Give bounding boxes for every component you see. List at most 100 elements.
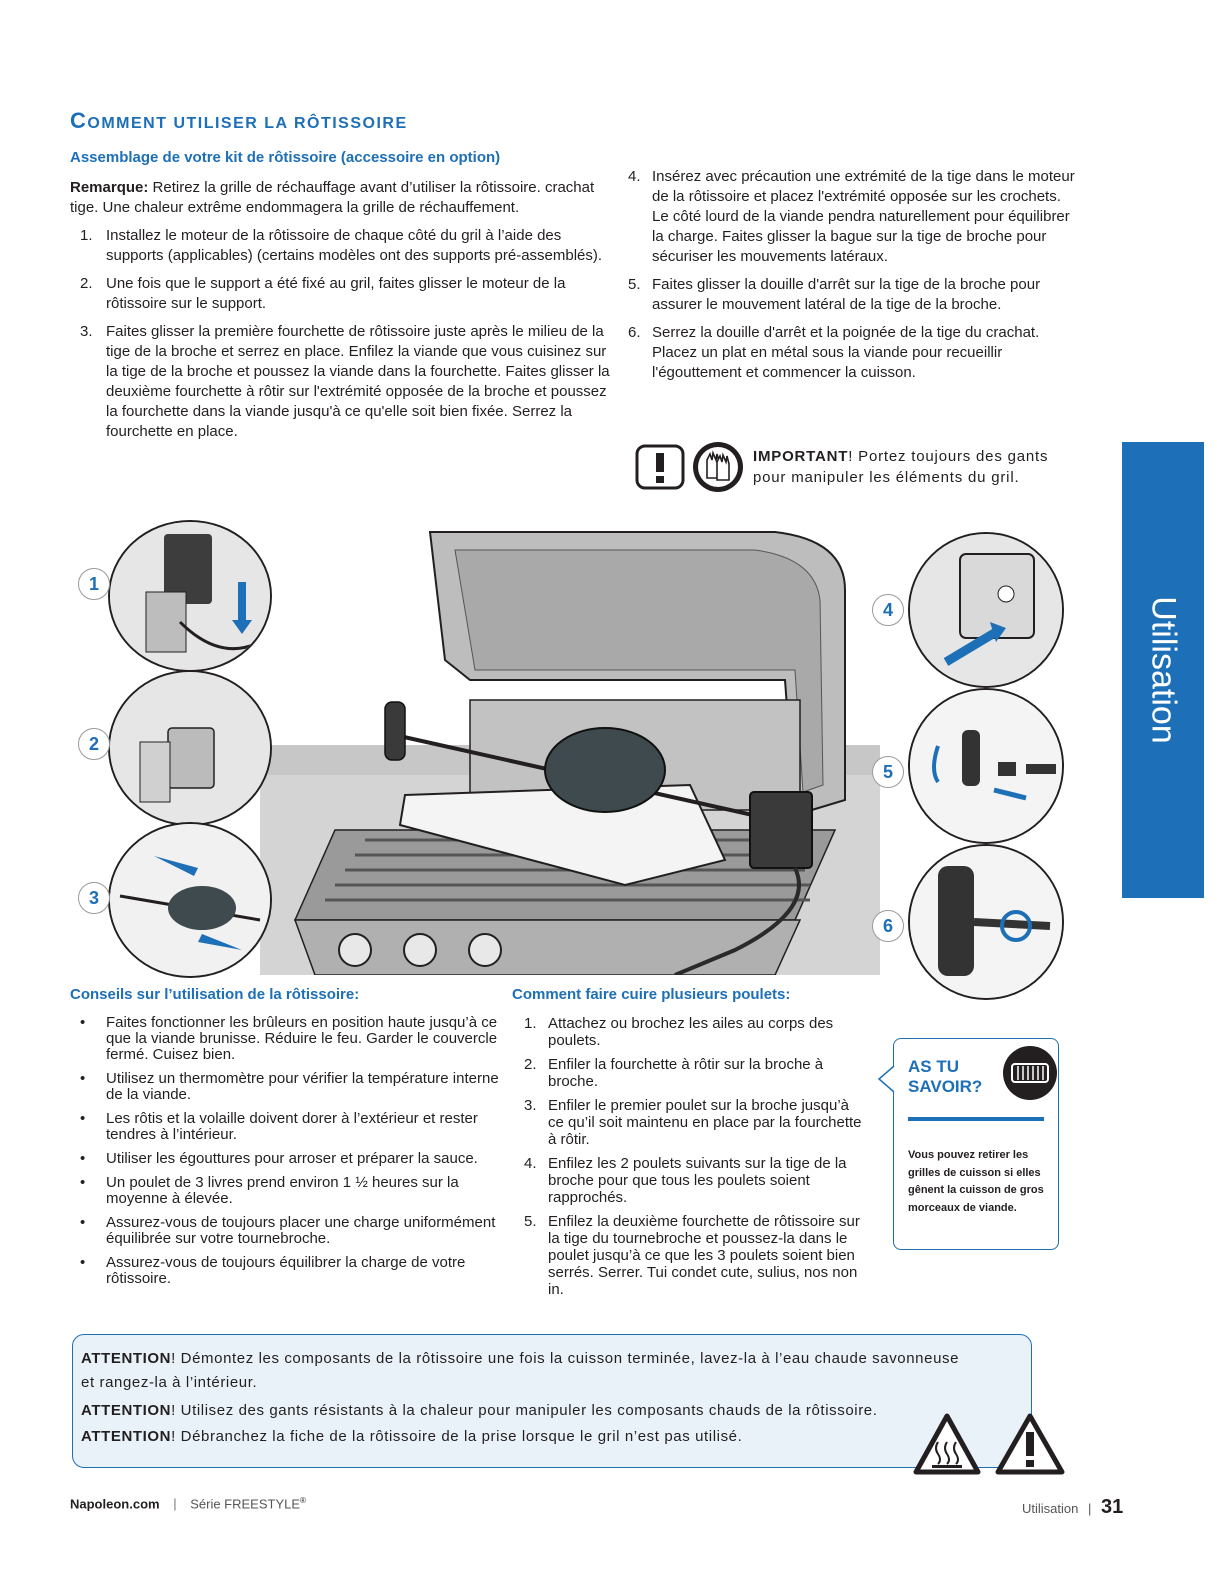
step-text: Installez le moteur de la rôtissoire de …: [106, 227, 603, 264]
callout-rule: [908, 1117, 1044, 1121]
detail-circle-1: [108, 520, 272, 672]
warning-icon: [635, 444, 685, 495]
chickens-steps-container: 1.Attachez ou brochez les ailes au corps…: [512, 1015, 867, 1305]
step-number: 3.: [524, 1097, 537, 1114]
tips-list: Faites fonctionner les brûleurs en posit…: [70, 1015, 510, 1287]
assembly-step: 6. Serrez la douille d'arrêt et la poigné…: [628, 323, 1076, 383]
attention-line-3: ATTENTION! Débranchez la fiche de la rôt…: [81, 1425, 742, 1449]
list-item: Utilisez un thermomètre pour vérifier la…: [70, 1071, 510, 1103]
list-item: Faites fonctionner les brûleurs en posit…: [70, 1015, 510, 1063]
detail-circle-3: [108, 822, 272, 978]
important-label: IMPORTANT: [753, 448, 849, 465]
step-text: Enfilez la deuxième fourchette de rôtiss…: [548, 1213, 860, 1298]
callout-body: Vous pouvez retirer les grilles de cuiss…: [908, 1149, 1044, 1214]
assembly-step: 1. Installez le moteur de la rôtissoire d…: [70, 226, 615, 266]
callout-title-line2: SAVOIR?: [908, 1077, 983, 1096]
step-badge-4: 4: [872, 594, 904, 626]
step-number: 1.: [524, 1015, 537, 1032]
step-text: Faites glisser la première fourchette de…: [106, 323, 610, 440]
grill-grate-icon: [1002, 1045, 1058, 1106]
attention-text: ! Utilisez des gants résistants à la cha…: [171, 1402, 878, 1419]
note-text: Retirez la grille de réchauffage avant d…: [70, 179, 595, 216]
step-number: 3.: [80, 323, 93, 340]
step-text: Enfiler le premier poulet sur la broche …: [548, 1097, 862, 1148]
step-text: Enfilez les 2 poulets suivants sur la ti…: [548, 1155, 847, 1206]
chickens-step: 2. Enfiler la fourchette à rôtir sur la b…: [512, 1056, 867, 1090]
section-tab-label: Utilisation: [1144, 596, 1183, 744]
important-notice: IMPORTANT! Portez toujours des gants pou…: [635, 440, 1075, 492]
footer-section: Utilisation: [1022, 1501, 1079, 1516]
chickens-step: 3. Enfiler le premier poulet sur la broch…: [512, 1097, 867, 1148]
list-item: Les rôtis et la volaille doivent dorer à…: [70, 1111, 510, 1143]
chickens-step: 4.Enfilez les 2 poulets suivants sur la …: [512, 1155, 867, 1206]
gloves-icon: [691, 440, 745, 499]
hot-surface-icon: [912, 1412, 982, 1481]
step-number: 4.: [628, 168, 641, 185]
assembly-step: 2. Une fois que le support a été fixé au …: [70, 274, 615, 314]
chickens-steps: 1.Attachez ou brochez les ailes au corps…: [512, 1015, 867, 1298]
step-badge-1: 1: [78, 568, 110, 600]
footer-series: Série FREESTYLE: [190, 1496, 301, 1512]
step-number: 2.: [80, 275, 93, 292]
assembly-note: Remarque: Retirez la grille de réchauffa…: [70, 178, 615, 218]
attention-line-2: ATTENTION! Utilisez des gants résistants…: [81, 1399, 878, 1423]
step-badge-3: 3: [78, 882, 110, 914]
list-item: Un poulet de 3 livres prend environ 1 ½ …: [70, 1175, 510, 1207]
grill-illustration: [255, 530, 885, 977]
chickens-step: 5. Enfilez la deuxième fourchette de rôti…: [512, 1213, 867, 1298]
assembly-left-column: Remarque: Retirez la grille de réchauffa…: [70, 178, 615, 450]
list-item: Utiliser les égouttures pour arroser et …: [70, 1151, 510, 1168]
footer-separator: |: [1087, 1501, 1092, 1516]
attention-text: ! Débranchez la fiche de la rôtissoire d…: [171, 1428, 743, 1445]
step-number: 6.: [628, 324, 641, 341]
footer-left: Napoleon.com | Série FREESTYLE®: [70, 1496, 306, 1511]
step-text: Insérez avec précaution une extrémité de…: [652, 168, 1075, 265]
note-label: Remarque:: [70, 179, 149, 196]
step-text: Faites glisser la douille d'arrêt sur la…: [652, 276, 1041, 313]
footer-site: Napoleon.com: [70, 1496, 160, 1512]
footer-registered: ®: [300, 1496, 306, 1505]
step-text: Enfiler la fourchette à rôtir sur la bro…: [548, 1056, 824, 1090]
heading-initial: C: [70, 108, 88, 133]
assembly-step: 4. Insérez avec précaution une extrémité …: [628, 167, 1076, 267]
section-heading: COMMENT UTILISER LA RÔTISSOIRE: [70, 108, 408, 134]
section-tab: Utilisation: [1122, 442, 1204, 898]
footer-right: Utilisation | 31: [1022, 1496, 1123, 1519]
step-number: 1.: [80, 227, 93, 244]
step-badge-2: 2: [78, 728, 110, 760]
tips-title: Conseils sur l’utilisation de la rôtisso…: [70, 986, 360, 1003]
step-text: Une fois que le support a été fixé au gr…: [106, 275, 566, 312]
heading-rest: OMMENT UTILISER LA RÔTISSOIRE: [87, 115, 408, 132]
callout-title-line1: AS TU: [908, 1057, 959, 1076]
callout-pointer: [877, 1065, 895, 1093]
tips-list-container: Faites fonctionner les brûleurs en posit…: [70, 1015, 510, 1295]
chickens-title: Comment faire cuire plusieurs poulets:: [512, 986, 791, 1003]
detail-circle-5: [908, 688, 1064, 844]
list-item: Assurez-vous de toujours placer une char…: [70, 1215, 510, 1247]
assembly-step: 3. Faites glisser la première fourchette …: [70, 322, 615, 442]
step-badge-6: 6: [872, 910, 904, 942]
step-badge-5: 5: [872, 756, 904, 788]
important-text: IMPORTANT! Portez toujours des gants pou…: [753, 446, 1083, 488]
attention-line-1: ATTENTION! Démontez les composants de la…: [81, 1347, 961, 1395]
list-item: Assurez-vous de toujours équilibrer la c…: [70, 1255, 510, 1287]
assembly-step: 5. Faites glisser la douille d'arrêt sur …: [628, 275, 1076, 315]
detail-circle-4: [908, 532, 1064, 688]
important-body: ! Portez toujours des gants pour manipul…: [753, 448, 1049, 486]
chickens-step: 1.Attachez ou brochez les ailes au corps…: [512, 1015, 867, 1049]
footer-separator: |: [173, 1496, 177, 1512]
step-number: 2.: [524, 1056, 537, 1073]
assembly-title: Assemblage de votre kit de rôtissoire (a…: [70, 149, 501, 166]
attention-label: ATTENTION: [81, 1350, 172, 1367]
step-number: 5.: [628, 276, 641, 293]
attention-box: ATTENTION! Démontez les composants de la…: [72, 1334, 1032, 1468]
detail-circle-6: [908, 844, 1064, 1000]
detail-circle-2: [108, 670, 272, 826]
step-text: Serrez la douille d'arrêt et la poignée …: [652, 324, 1040, 381]
assembly-right-column: 4. Insérez avec précaution une extrémité …: [628, 167, 1076, 391]
attention-label: ATTENTION: [81, 1402, 172, 1419]
step-number: 5.: [524, 1213, 537, 1230]
page-number: 31: [1101, 1496, 1124, 1518]
